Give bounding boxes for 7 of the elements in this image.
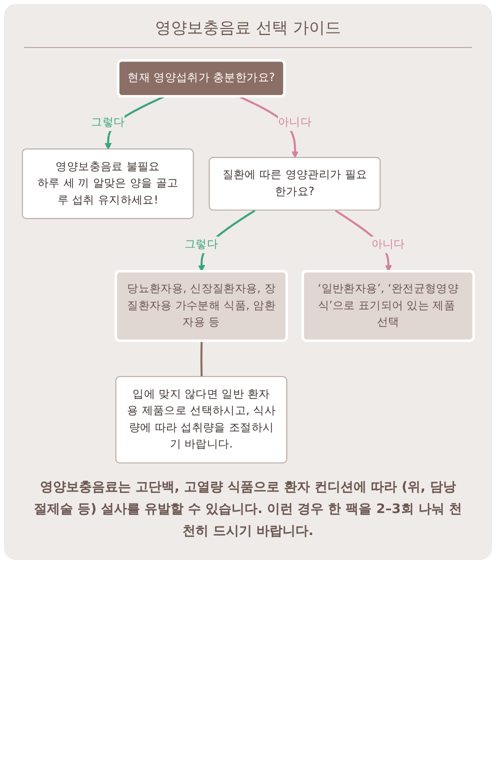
edge-label: 그렇다 [91,116,125,129]
edge-label: 아니다 [278,116,312,129]
title: 영양보충음료 선택 가이드 [24,12,472,48]
edge-label: 그렇다 [184,238,218,251]
edge-label: 아니다 [371,238,405,251]
connector [200,341,203,378]
caption: 영양보충음료는 고단백, 고열량 식품으로 환자 컨디션에 따라 (위, 담낭 절제술 등) 설사를 유발할 수 있습니다. 이런 경우 한 팩을 2–3회 나눠 천천히 드시기 바랍니다. [33,479,463,542]
